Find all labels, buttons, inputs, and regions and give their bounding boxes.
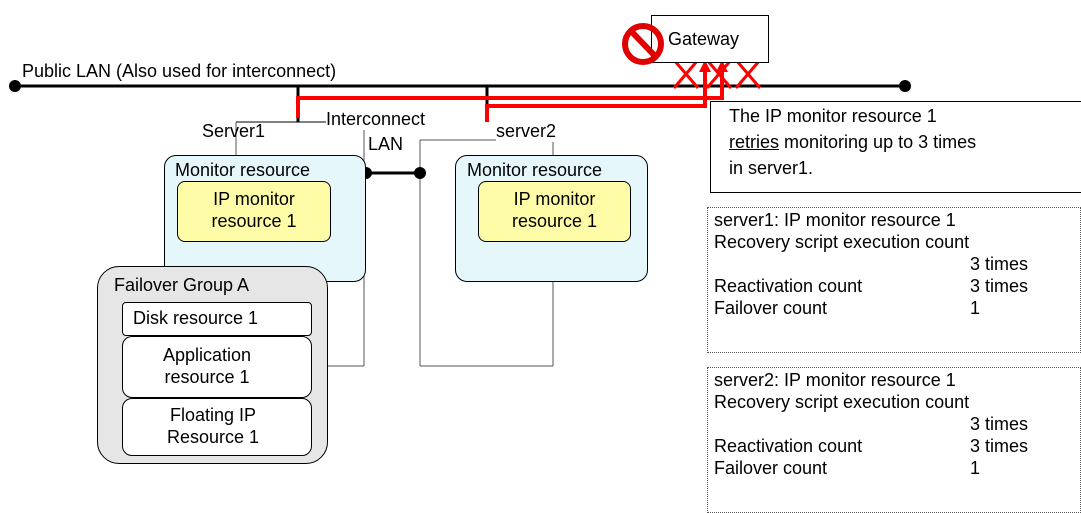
retry-note: The IP monitor resource 1 retries monito… <box>710 101 1081 193</box>
server1-ip-monitor-line1: IP monitor <box>213 189 295 209</box>
monitor-path-2 <box>485 70 707 122</box>
disk-resource-label: Disk resource 1 <box>133 308 259 328</box>
interconnect-label-2: LAN <box>368 134 404 154</box>
floating-ip-line1: Floating IP <box>169 405 257 425</box>
failover-label: Failover count <box>714 298 828 318</box>
monitor-path-1 <box>296 70 724 118</box>
server2-ip-monitor-line1: IP monitor <box>513 189 596 209</box>
server1-monitor-resource-label: Monitor resource <box>175 160 311 180</box>
floating-ip-resource: Floating IP Resource 1 <box>122 398 312 456</box>
application-resource-line2: resource 1 <box>164 367 250 387</box>
recovery-value: 3 times <box>970 414 1029 434</box>
retry-note-line2-rest: monitoring up to 3 times <box>779 132 977 152</box>
public-lan-label: Public LAN (Also used for interconnect) <box>22 61 337 81</box>
failover-value: 1 <box>970 458 981 478</box>
recovery-label: Recovery script execution count <box>714 232 970 252</box>
failover-group-title: Failover Group A <box>114 275 250 295</box>
application-resource: Application resource 1 <box>122 336 312 398</box>
recovery-label: Recovery script execution count <box>714 392 970 412</box>
server2-stats: server2: IP monitor resource 1 Recovery … <box>707 367 1081 513</box>
reactivation-value: 3 times <box>970 436 1029 456</box>
retries-underlined: retries <box>729 132 780 152</box>
server1-label: Server1 <box>202 121 266 141</box>
server2-ip-monitor-line2: resource 1 <box>511 211 598 231</box>
server2-label: server2 <box>496 120 557 142</box>
floating-ip-line2: Resource 1 <box>166 427 260 447</box>
retry-note-line1: The IP monitor resource 1 <box>729 106 937 126</box>
reactivation-label: Reactivation count <box>714 276 863 296</box>
server1-ip-monitor: IP monitor resource 1 <box>177 181 331 242</box>
failover-value: 1 <box>970 298 981 318</box>
failure-x-marks <box>672 59 762 89</box>
public-lan-left-node <box>9 80 21 92</box>
interconnect-label-1: Interconnect <box>326 108 426 130</box>
server1-stats: server1: IP monitor resource 1 Recovery … <box>707 207 1081 353</box>
gateway-label: Gateway <box>668 29 740 49</box>
failover-label: Failover count <box>714 458 828 478</box>
stats-title: server2: IP monitor resource 1 <box>714 370 956 390</box>
reactivation-value: 3 times <box>970 276 1029 296</box>
recovery-value: 3 times <box>970 254 1029 274</box>
server2-ip-monitor: IP monitor resource 1 <box>478 181 631 242</box>
gateway-box <box>651 15 769 63</box>
server2-monitor-resource-label: Monitor resource <box>467 160 603 180</box>
public-lan-right-node <box>899 80 911 92</box>
server1-ip-monitor-line2: resource 1 <box>211 211 297 231</box>
retry-note-line3: in server1. <box>729 158 814 178</box>
disk-resource: Disk resource 1 <box>122 302 312 336</box>
reactivation-label: Reactivation count <box>714 436 863 456</box>
retry-note-line2: retries monitoring up to 3 times <box>729 129 1081 155</box>
stats-title: server1: IP monitor resource 1 <box>714 210 956 230</box>
application-resource-line1: Application <box>162 345 252 365</box>
